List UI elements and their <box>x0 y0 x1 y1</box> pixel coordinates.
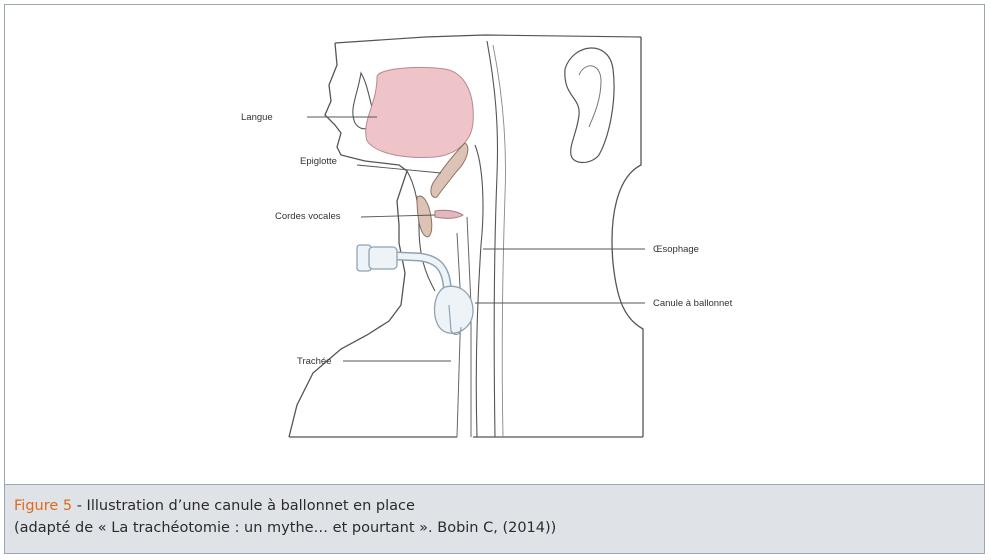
ear-drawing <box>564 47 615 164</box>
spine-front-line <box>486 40 499 438</box>
skull-top-outline <box>334 34 642 44</box>
caption-title-line: Figure 5 - Illustration d’une canule à b… <box>14 495 984 517</box>
figure-number: Figure 5 <box>14 498 73 514</box>
label-oesophage: Œsophage <box>653 244 699 255</box>
anatomy-drawing: Langue Epiglotte Cordes vocales Œsophage… <box>241 34 733 438</box>
anatomy-illustration: Langue Epiglotte Cordes vocales Œsophage… <box>5 5 984 485</box>
leader-cordes-vocales <box>360 214 436 218</box>
label-canule: Canule à ballonnet <box>653 298 733 309</box>
leader-epiglotte <box>356 164 442 174</box>
vocal-cords-front-drawing <box>416 195 433 238</box>
pharynx-front-line <box>406 170 436 292</box>
caption-source: (adapté de « La trachéotomie : un mythe…… <box>14 520 557 536</box>
spine-back-line <box>492 44 506 438</box>
label-cordes-vocales: Cordes vocales <box>275 211 341 222</box>
figure-caption: Figure 5 - Illustration d’une canule à b… <box>5 484 984 553</box>
pharynx-back-line <box>474 144 484 438</box>
label-langue: Langue <box>241 112 273 123</box>
face-profile-outline <box>288 42 408 438</box>
label-epiglotte: Epiglotte <box>300 156 337 167</box>
cannula-cuff-drawing <box>433 285 474 334</box>
caption-title: - Illustration d’une canule à ballonnet … <box>72 498 415 514</box>
label-trachee: Trachée <box>297 356 332 367</box>
figure-frame: Langue Epiglotte Cordes vocales Œsophage… <box>4 4 985 554</box>
epiglottis-drawing <box>430 142 469 198</box>
back-of-head-outline <box>611 37 644 437</box>
vocal-cords-drawing <box>434 209 464 219</box>
tongue-drawing <box>365 66 474 158</box>
